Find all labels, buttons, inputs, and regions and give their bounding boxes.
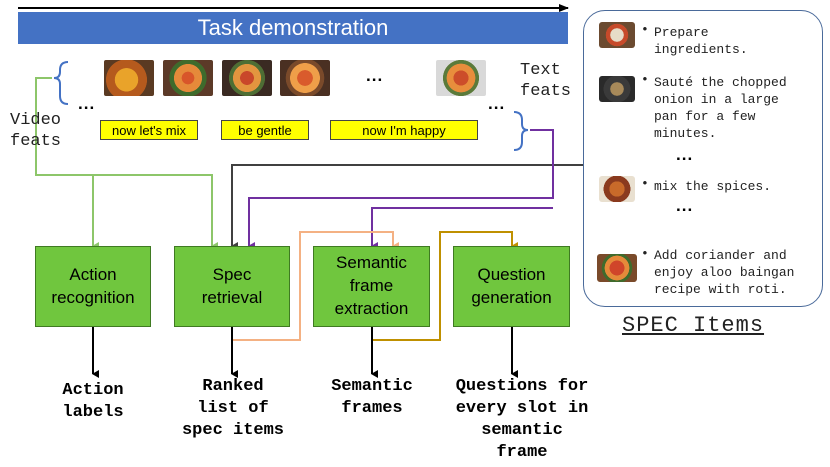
video-frame-thumbnail — [436, 60, 486, 96]
left-ellipsis: ... — [78, 94, 96, 113]
video-to-action-arrow — [35, 77, 99, 250]
action-recognition-block: Action recognition — [35, 246, 151, 327]
task-demonstration-header: Task demonstration — [18, 12, 568, 44]
video-frame-thumbnail — [280, 60, 330, 96]
text-to-spec-arrow — [248, 129, 554, 250]
text-to-semantic-arrow — [371, 207, 553, 250]
spec-item-thumbnail — [599, 176, 635, 202]
action-labels-output: Action labels — [62, 381, 124, 423]
semantic-frame-extraction-block: Semantic frame extraction — [313, 246, 430, 327]
caption-box: now I'm happy — [330, 120, 478, 140]
semantic-to-question-arrow — [372, 231, 518, 341]
right-ellipsis: ... — [488, 94, 506, 113]
spec-item-bullet: • — [641, 176, 649, 191]
video-feats-brace — [53, 61, 69, 105]
spec-item-text: Sauté the chopped onion in a large pan f… — [654, 75, 787, 141]
spec-items-ellipsis: ... — [676, 145, 694, 164]
spec-item-bullet: • — [641, 22, 649, 37]
retrieval-to-semantic-arrow — [232, 231, 399, 341]
video-frames-ellipsis: ... — [366, 66, 384, 85]
caption-box: be gentle — [221, 120, 309, 140]
video-frame-thumbnail — [104, 60, 154, 96]
spec-item-bullet: • — [641, 246, 649, 261]
spec-item-thumbnail — [599, 22, 635, 48]
spec-retrieval-block: Spec retrieval — [174, 246, 290, 327]
spec-item-text: Add coriander and enjoy aloo baingan rec… — [654, 248, 795, 297]
video-frame-thumbnail — [222, 60, 272, 96]
spec-items-to-retrieval-arrow — [231, 164, 583, 250]
video-feats-label: Video feats — [10, 111, 62, 152]
spec-item-text: Prepare ingredients. — [654, 25, 748, 57]
video-frame-thumbnail — [163, 60, 213, 96]
spec-item-bullet: • — [641, 72, 649, 87]
text-feats-label: Text feats — [520, 61, 572, 102]
spec-item-thumbnail — [597, 254, 637, 282]
spec-items-title: SPEC Items — [622, 313, 765, 338]
question-generation-block: Question generation — [453, 246, 570, 327]
questions-output: Questions for every slot in semantic fra… — [455, 377, 589, 463]
spec-item-text: mix the spices. — [654, 179, 772, 194]
semantic-frames-output: Semantic frames — [331, 377, 413, 419]
video-to-spec-arrow — [93, 174, 218, 250]
caption-box: now let's mix — [100, 120, 198, 140]
ranked-spec-items-output: Ranked list of spec items — [181, 377, 285, 441]
spec-items-ellipsis: ... — [676, 196, 694, 215]
spec-item-thumbnail — [599, 76, 635, 102]
text-feats-brace — [513, 111, 529, 151]
